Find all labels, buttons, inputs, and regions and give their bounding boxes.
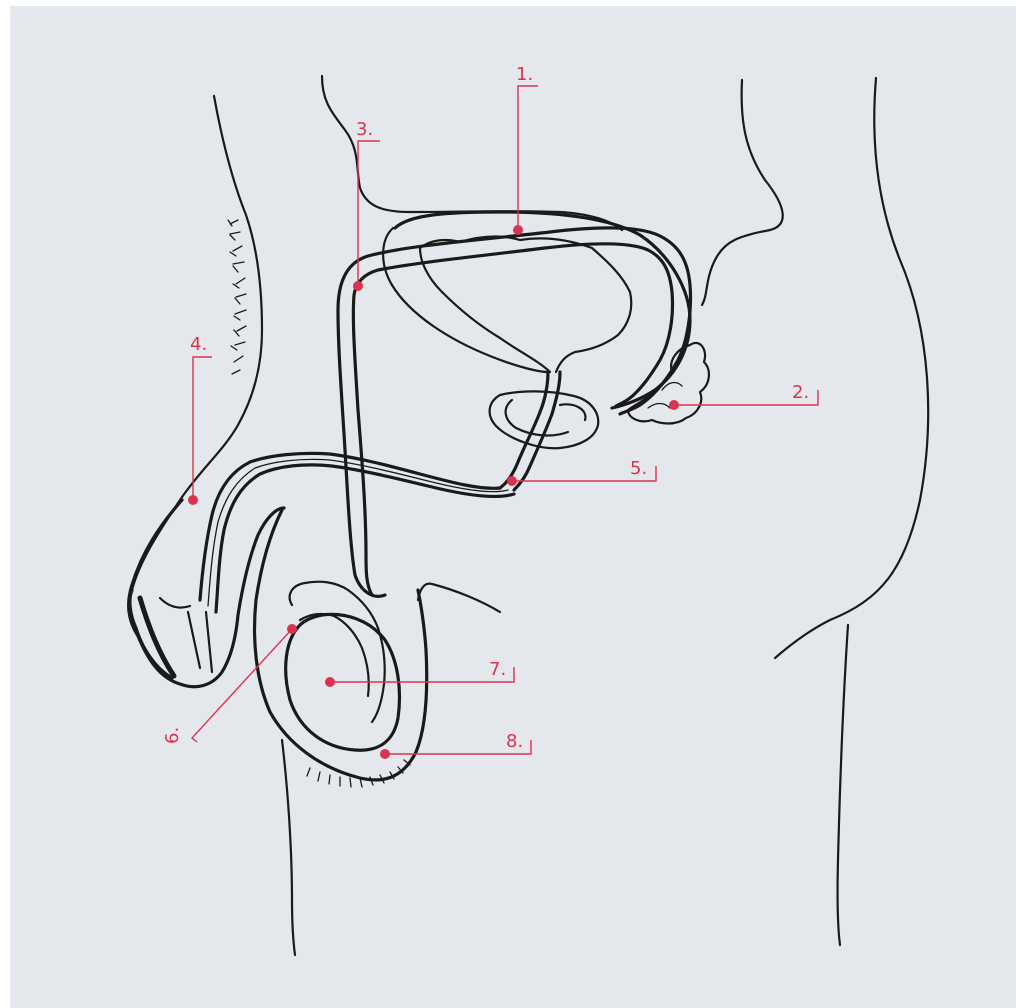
marker-dot-1[interactable] (513, 225, 523, 235)
marker-dot-4[interactable] (188, 495, 198, 505)
marker-dot-3[interactable] (353, 281, 363, 291)
marker-dot-7[interactable] (325, 677, 335, 687)
label-4: 4. (190, 334, 207, 355)
label-8: 8. (506, 731, 523, 752)
label-1: 1. (516, 64, 533, 85)
marker-dot-8[interactable] (380, 749, 390, 759)
diagram-background (10, 6, 1016, 1008)
label-5: 5. (630, 458, 647, 479)
label-6: 6. (162, 727, 183, 744)
marker-dot-2[interactable] (669, 400, 679, 410)
label-2: 2. (792, 382, 809, 403)
marker-dot-6[interactable] (287, 624, 297, 634)
label-7: 7. (489, 659, 506, 680)
label-3: 3. (356, 119, 373, 140)
marker-dot-5[interactable] (507, 476, 517, 486)
